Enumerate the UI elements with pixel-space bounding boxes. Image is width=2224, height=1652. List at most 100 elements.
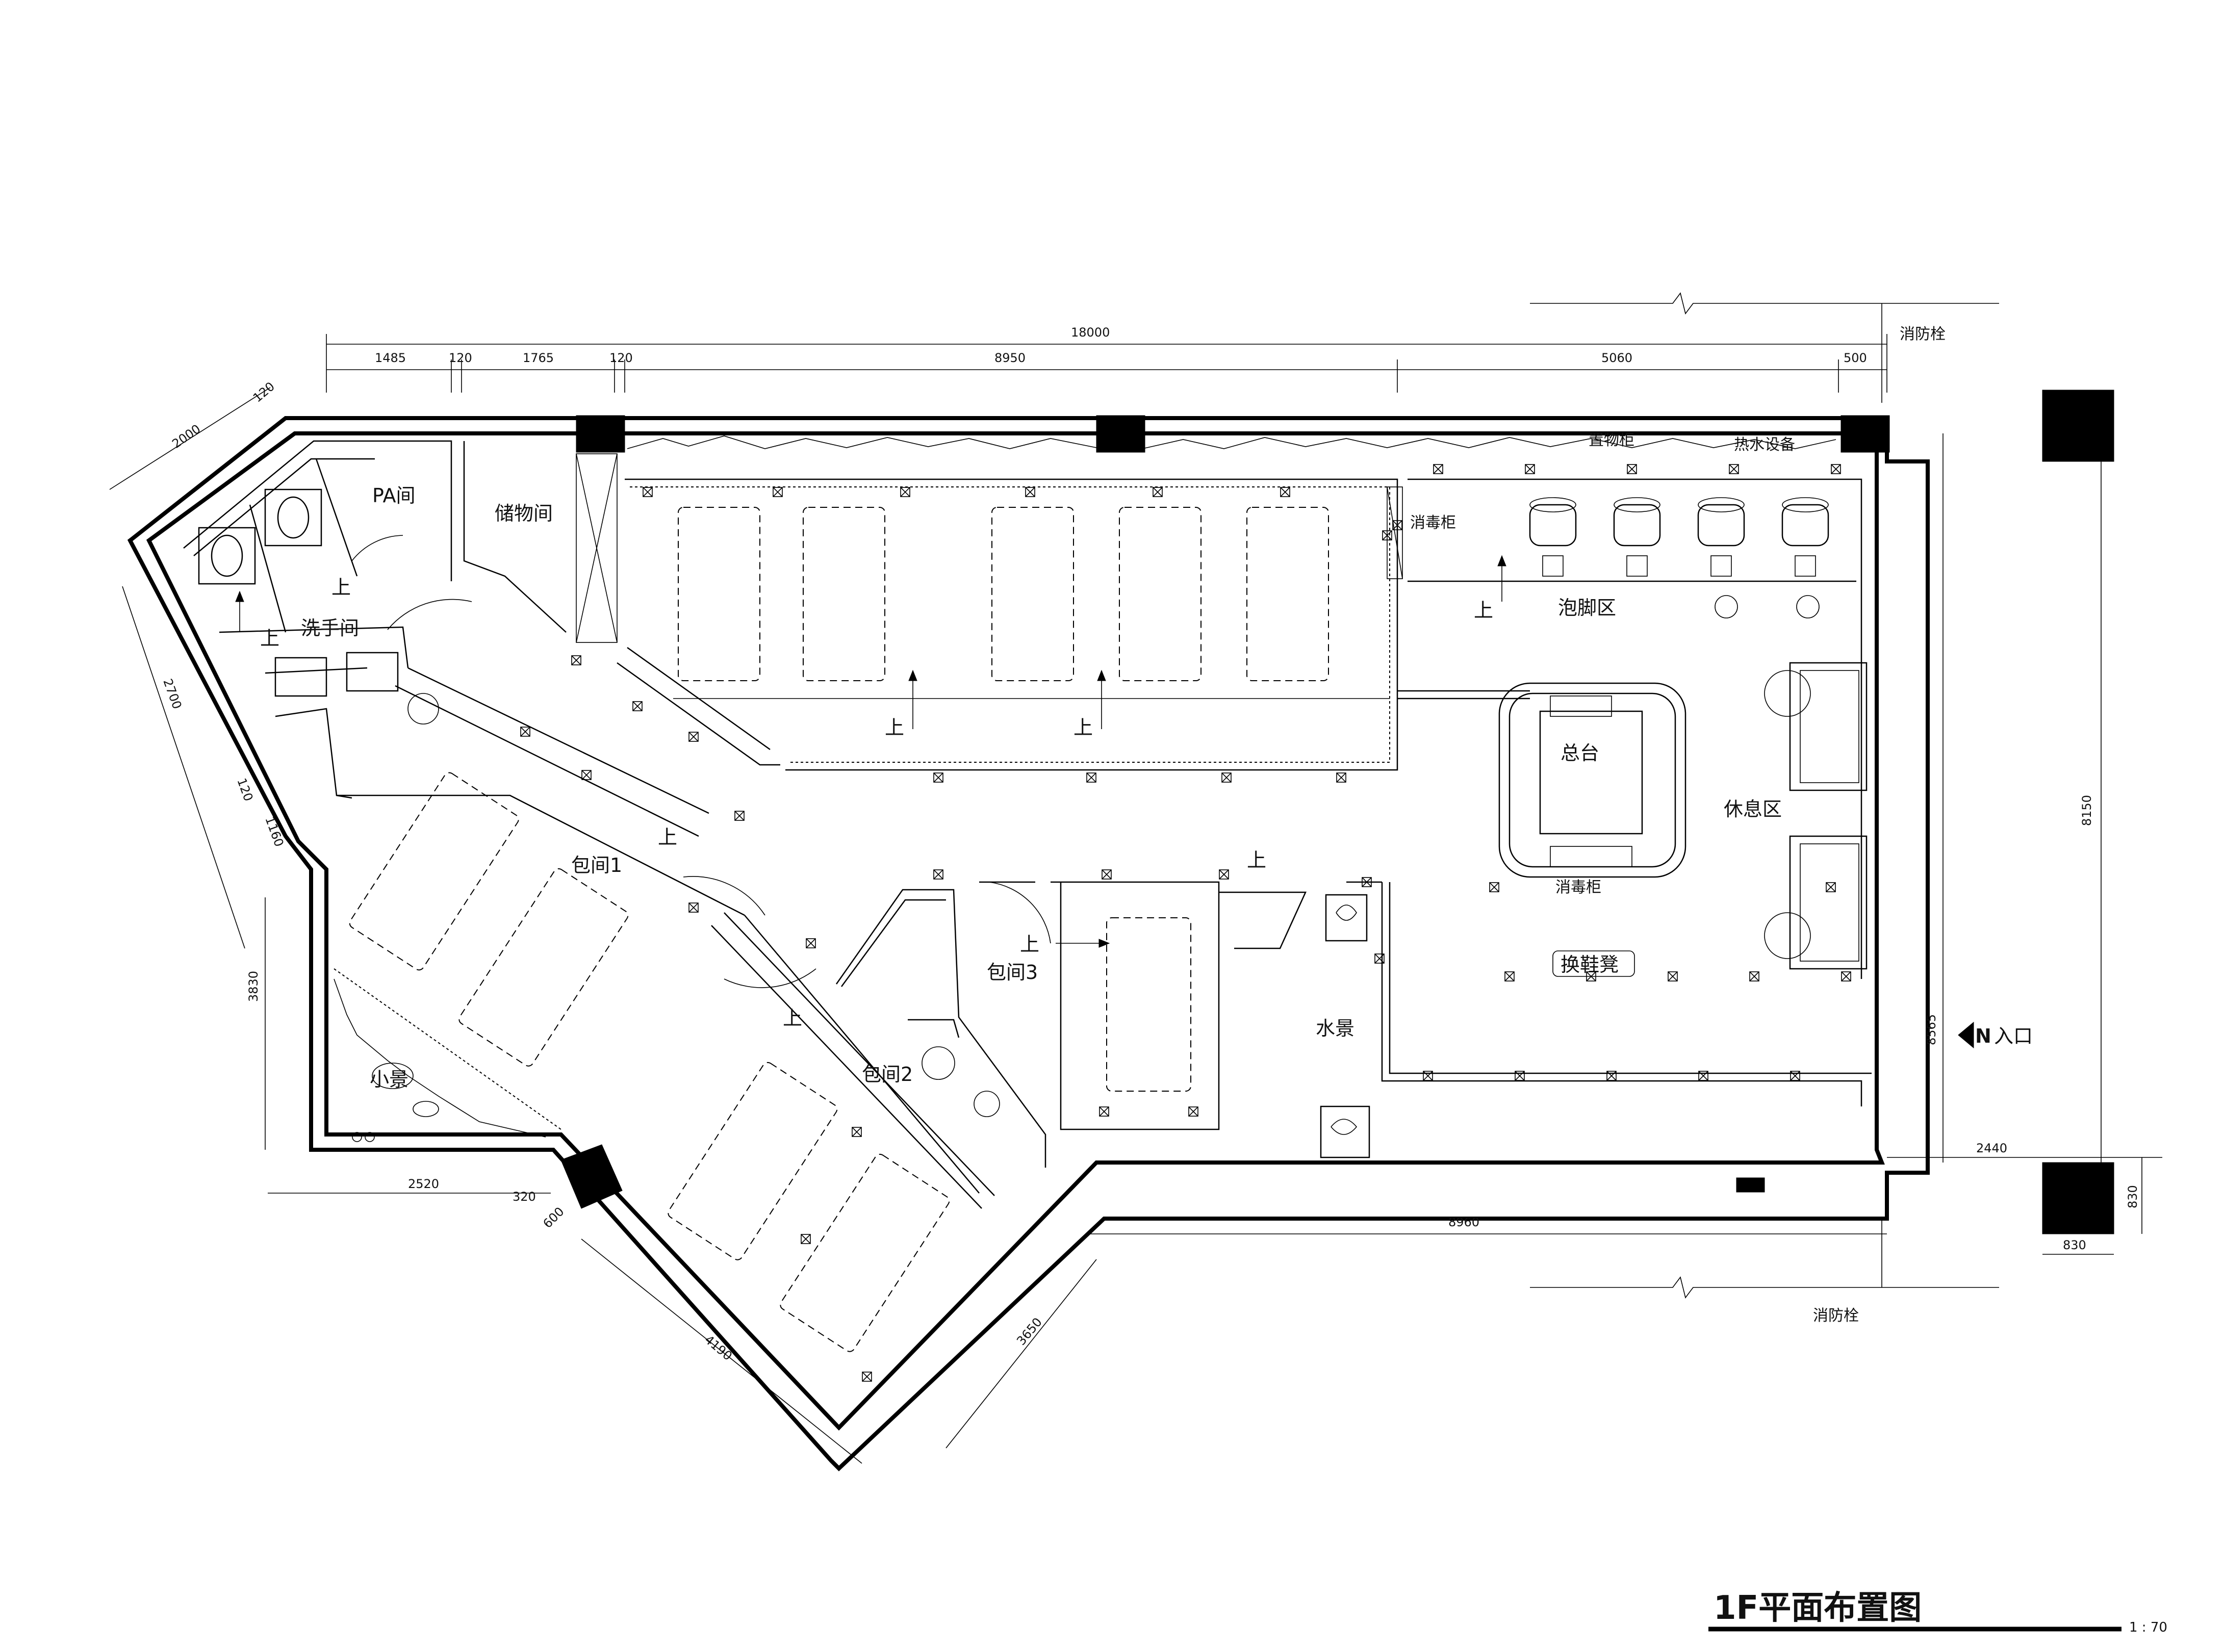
front-desk (1498, 682, 1686, 878)
equipment-marker (1336, 772, 1346, 783)
equipment-marker (1188, 1106, 1198, 1117)
equipment-marker (688, 902, 699, 913)
up-mark-4: 上 (260, 627, 279, 650)
equipment-marker (1831, 464, 1841, 474)
title-block: 1F平面布置图 1 : 70 (1708, 1589, 2167, 1635)
dim-bottom-3: 600 (540, 1204, 567, 1231)
equipment-marker (1627, 464, 1637, 474)
dim-top-total: 18000 (1071, 325, 1110, 340)
label-disinfect-top: 消毒柜 (1410, 514, 1456, 532)
dim-top-2: 120 (449, 351, 472, 365)
water-feature-icons (352, 894, 1370, 1158)
dim-right-2: 8565 (1924, 1014, 1938, 1045)
equipment-marker (933, 772, 943, 783)
up-arrows (235, 555, 1506, 948)
up-mark-1: 上 (885, 716, 904, 739)
dimension-lines (109, 292, 2162, 1464)
entrance-marker[interactable]: N 入口 (1958, 1021, 2033, 1049)
drawing-title: 1F平面布置图 (1714, 1589, 1922, 1627)
drawing-scale: 1 : 70 (2129, 1620, 2167, 1635)
foot-bath-chairs (1529, 497, 1829, 618)
dim-bottom-1: 2520 (408, 1177, 439, 1191)
lounge-sofas (1764, 662, 1868, 970)
dim-col-h: 830 (2126, 1185, 2140, 1208)
equipment-marker (520, 727, 530, 737)
up-mark-6: 上 (658, 826, 677, 848)
label-shoe-bench: 换鞋凳 (1561, 953, 1619, 976)
equipment-marker (571, 655, 581, 665)
label-private-3: 包间3 (987, 961, 1038, 984)
equipment-marker (1102, 869, 1112, 880)
label-front-desk: 总台 (1561, 742, 1599, 764)
equipment-marker (1362, 877, 1372, 887)
entrance-label: 入口 (1994, 1025, 2033, 1047)
equipment-marker (1221, 772, 1232, 783)
equipment-marker (581, 770, 592, 780)
label-lounge: 休息区 (1724, 798, 1782, 820)
equipment-marker (643, 487, 653, 497)
door-swings (351, 535, 1051, 988)
equipment-marker (1099, 1106, 1109, 1117)
dim-left-a: 120 (250, 379, 277, 405)
dim-top-4: 120 (609, 351, 633, 365)
label-foot-bath: 泡脚区 (1558, 597, 1616, 619)
equipment-marker (1423, 1071, 1433, 1081)
dim-bottom-2: 320 (513, 1190, 536, 1204)
up-mark-9: 上 (1247, 849, 1266, 871)
equipment-marker (900, 487, 910, 497)
up-mark-3: 上 (1474, 599, 1493, 622)
label-hydrant-top: 消防栓 (1900, 325, 1946, 343)
label-water-feature: 水景 (1316, 1017, 1354, 1040)
north-symbol: N (1975, 1025, 1991, 1047)
equipment-marker (734, 811, 745, 821)
up-mark-7: 上 (783, 1007, 802, 1029)
equipment-marker (1606, 1071, 1617, 1081)
label-storage: 储物间 (495, 502, 553, 525)
equipment-marker (1280, 487, 1290, 497)
label-washroom: 洗手间 (301, 617, 359, 639)
equipment-marker (1749, 971, 1759, 982)
dim-left-c: 2700 (160, 677, 184, 711)
dim-left-d: 120 (234, 776, 255, 803)
equipment-marker (1374, 953, 1385, 964)
dim-top-3: 1765 (523, 351, 554, 365)
equipment-marker (1489, 882, 1499, 892)
dim-right-3: 2440 (1976, 1141, 2007, 1155)
equipment-marker (688, 732, 699, 742)
label-small-feature: 小景 (370, 1068, 408, 1091)
equipment-marker (1668, 971, 1678, 982)
equipment-marker (773, 487, 783, 497)
equipment-marker (1826, 882, 1836, 892)
equipment-marker (1392, 520, 1402, 530)
label-private-2: 包间2 (862, 1063, 913, 1086)
up-mark-2: 上 (1073, 716, 1093, 739)
dim-top-6: 5060 (1601, 351, 1632, 365)
label-disinfect-desk: 消毒柜 (1555, 879, 1601, 896)
equipment-marker (632, 701, 643, 711)
equipment-marker (1025, 487, 1035, 497)
dim-top-5: 8950 (994, 351, 1026, 365)
equipment-marker (806, 938, 816, 948)
dim-bottom-long: 8960 (1448, 1215, 1479, 1229)
equipment-markers (520, 464, 1851, 1382)
dim-col-w: 830 (2063, 1238, 2086, 1252)
toilet-fixtures (198, 488, 1000, 1117)
equipment-marker (862, 1372, 872, 1382)
equipment-marker (1153, 487, 1163, 497)
up-mark-8: 上 (1020, 933, 1039, 956)
room-labels: PA间 储物间 洗手间 包间1 包间2 包间3 泡脚区 总台 休息区 消毒柜 消… (301, 325, 1946, 1325)
equipment-marker (1219, 869, 1229, 880)
label-private-1: 包间1 (571, 854, 622, 876)
equipment-marker (1698, 1071, 1708, 1081)
equipment-marker (1729, 464, 1739, 474)
label-hydrant-bottom: 消防栓 (1813, 1307, 1859, 1325)
equipment-marker (1433, 464, 1443, 474)
dim-left-b: 2000 (169, 422, 203, 451)
dim-top-7: 500 (1844, 351, 1867, 365)
label-shelf: 置物柜 (1589, 431, 1634, 449)
equipment-marker (801, 1234, 811, 1244)
dim-right-1: 8150 (2080, 795, 2094, 826)
equipment-marker (1790, 1071, 1800, 1081)
equipment-marker (852, 1127, 862, 1137)
